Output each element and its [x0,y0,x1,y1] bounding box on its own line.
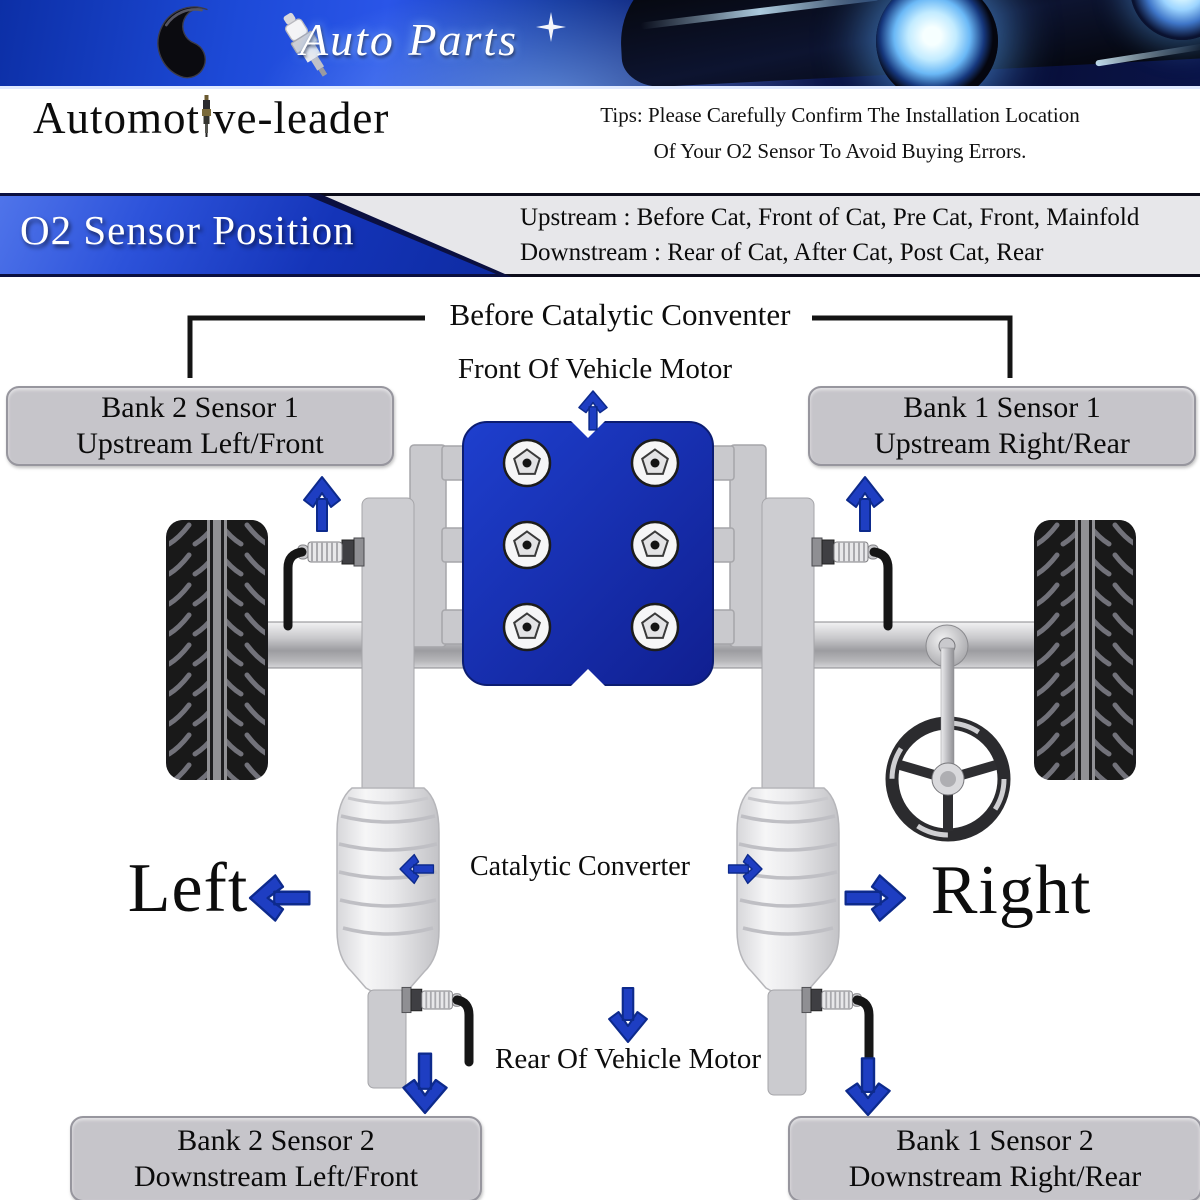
chassis-diagram: Before Catalytic Conventer Front Of Vehi… [0,277,1200,1200]
glowing-wheel-icon [876,0,998,86]
front-of-motor-label: Front Of Vehicle Motor [457,353,733,385]
up-arrow-right [846,476,884,532]
tips-text: Tips: Please Carefully Confirm The Insta… [555,103,1125,163]
down-arrow-right [845,1057,891,1117]
before-cat-bracket-line [187,315,1013,378]
engine-bolt [502,438,552,488]
before-cat-label: Before Catalytic Conventer [449,297,791,332]
left-exhaust-manifold [409,444,467,648]
box-line: Bank 1 Sensor 2 [896,1124,1094,1157]
label-box-bank1-sensor1: Bank 1 Sensor 1 Upstream Right/Rear [808,386,1196,466]
right-catalytic-converter [735,786,841,997]
steering-wheel [885,624,1011,842]
position-title-bar: O2 Sensor Position Upstream : Before Cat… [0,193,1200,277]
company-name: Automot ve-leader [33,92,389,144]
label-box-bank2-sensor2: Bank 2 Sensor 2 Downstream Left/Front [70,1116,482,1200]
left-side-label: Left [127,850,249,927]
swirl-logo-icon [148,0,240,86]
right-exhaust-pipe [761,497,815,795]
label-box-bank1-sensor2: Bank 1 Sensor 2 Downstream Right/Rear [788,1116,1200,1200]
position-bar-title: O2 Sensor Position [20,207,355,253]
right-front-wheel [1034,520,1136,780]
upstream-terms: Upstream : Before Cat, Front of Cat, Pre… [520,204,1140,231]
right-direction-arrow [844,874,907,922]
brand-title: Auto Parts [300,14,519,65]
masthead: Automot ve-leader Tips: Please Carefully… [0,89,1200,193]
box-line: Bank 1 Sensor 1 [903,391,1101,424]
o2-sensor-upstream-right [811,537,893,631]
engine-bolt [502,602,552,652]
downstream-terms: Downstream : Rear of Cat, After Cat, Pos… [520,239,1044,266]
top-banner-image: Auto Parts [0,0,1200,89]
box-line: Bank 2 Sensor 1 [101,391,299,424]
company-name-part2: ve-leader [213,93,390,143]
left-catalytic-converter [335,786,441,997]
catalytic-converter-label: Catalytic Converter [469,851,691,882]
rear-of-motor-label: Rear Of Vehicle Motor [494,1043,762,1075]
down-arrow-left [402,1052,448,1115]
engine-bolt [630,520,680,570]
label-box-bank2-sensor1: Bank 2 Sensor 1 Upstream Left/Front [6,386,394,466]
o2-sensor-upstream-left [283,537,365,631]
position-terms: Upstream : Before Cat, Front of Cat, Pre… [520,200,1139,270]
left-tail-pipe [367,989,407,1089]
tips-line-1: Tips: Please Carefully Confirm The Insta… [600,103,1080,127]
spark-plug-letter-icon [200,95,213,137]
down-arrow-rear [608,986,648,1044]
up-arrow-left [303,476,341,532]
chassis-artwork [0,315,1200,1117]
right-side-label: Right [930,852,1092,929]
box-line: Upstream Left/Front [76,427,324,460]
box-line: Downstream Left/Front [133,1160,419,1193]
tips-line-2: Of Your O2 Sensor To Avoid Buying Errors… [653,139,1027,163]
company-name-part1: Automot [33,93,201,143]
right-exhaust-manifold [709,444,767,648]
sparkle-icon [536,12,566,42]
right-tail-pipe [767,989,807,1096]
o2-sensor-downstream-right [801,986,874,1093]
box-line: Bank 2 Sensor 2 [177,1124,375,1157]
left-front-wheel [166,520,268,780]
engine-bolt [502,520,552,570]
o2-sensor-downstream-left [401,986,474,1067]
engine-bolt [630,602,680,652]
engine-block [462,420,714,687]
box-line: Downstream Right/Rear [848,1160,1142,1193]
box-line: Upstream Right/Rear [874,427,1130,460]
engine-bolt [630,438,680,488]
spark-plug-icon [276,8,336,82]
left-exhaust-pipe [361,497,415,795]
